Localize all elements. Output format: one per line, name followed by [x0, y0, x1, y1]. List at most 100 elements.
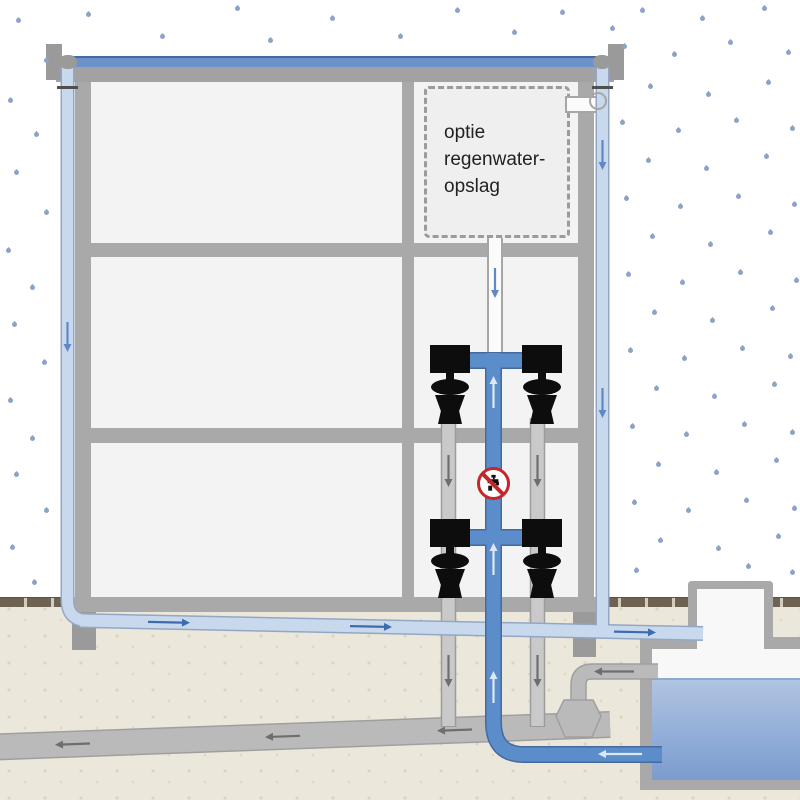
- rain-drop-icon: [674, 126, 683, 135]
- flow-arrow-icon: [349, 625, 385, 628]
- rain-drop-icon: [632, 566, 641, 575]
- tank-overflow-pipe: [571, 664, 658, 702]
- flow-arrow-head-icon: [533, 679, 542, 687]
- rain-drop-icon: [233, 4, 242, 13]
- tank-water: [652, 678, 800, 780]
- rain-drop-icon: [742, 496, 751, 505]
- no-drinking-water-icon: [477, 467, 510, 500]
- building-right-wall: [578, 80, 594, 612]
- rain-drop-icon: [453, 6, 462, 15]
- parapet-left: [46, 44, 62, 80]
- rain-drop-icon: [786, 352, 795, 361]
- toilet-icon: [522, 519, 562, 598]
- room-floor3-left: [91, 82, 402, 243]
- rain-drop-icon: [684, 506, 693, 515]
- flow-arrow-icon: [272, 734, 301, 738]
- rain-drop-icon: [644, 156, 653, 165]
- rain-drop-icon: [624, 270, 633, 279]
- rain-drop-icon: [8, 543, 17, 552]
- rain-drop-icon: [726, 38, 735, 47]
- rain-drop-icon: [626, 346, 635, 355]
- toilet-cistern: [522, 519, 562, 547]
- roof-water-layer: [66, 56, 604, 67]
- toilet-icon: [522, 345, 562, 424]
- rain-drop-icon: [396, 32, 405, 41]
- flow-arrow-head-icon: [489, 376, 498, 384]
- toilet-cistern: [522, 345, 562, 373]
- riser-pipe: [486, 353, 662, 762]
- flow-arrow-icon: [613, 630, 649, 634]
- rain-drop-icon: [84, 10, 93, 19]
- flow-arrow-icon: [62, 742, 91, 746]
- rain-drop-icon: [266, 36, 275, 45]
- rain-drop-icon: [42, 208, 51, 217]
- rain-drop-icon: [792, 276, 800, 285]
- storage-overflow-elbow: [589, 92, 607, 110]
- storage-option-label-line2: regenwater-: [444, 149, 546, 170]
- room-floor2-left: [91, 257, 402, 428]
- rain-drop-icon: [736, 268, 745, 277]
- roof-slab: [56, 64, 614, 82]
- rain-drop-icon: [648, 232, 657, 241]
- rain-drop-icon: [638, 6, 647, 15]
- rain-drop-icon: [790, 504, 799, 513]
- rain-drop-icon: [676, 202, 685, 211]
- flow-arrow-head-icon: [598, 750, 606, 758]
- storage-option-box: optie regenwater- opslag: [424, 86, 570, 238]
- rain-drop-icon: [768, 304, 777, 313]
- rain-drop-icon: [10, 320, 19, 329]
- rain-drop-icon: [766, 228, 775, 237]
- flow-arrow-head-icon: [489, 543, 498, 551]
- interior-wall: [402, 82, 414, 597]
- rain-drop-icon: [656, 536, 665, 545]
- rain-drop-icon: [760, 4, 769, 13]
- rain-drop-icon: [42, 56, 51, 65]
- rain-drop-icon: [622, 194, 631, 203]
- rain-drop-icon: [32, 130, 41, 139]
- rain-drop-icon: [698, 14, 707, 23]
- rain-drop-icon: [788, 428, 797, 437]
- parapet-right: [608, 44, 624, 80]
- flow-arrow-head-icon: [598, 162, 607, 170]
- building-left-wall: [75, 80, 91, 612]
- sewer-pipe: [0, 712, 611, 759]
- rain-layer: [4, 4, 800, 587]
- rain-drop-icon: [702, 164, 711, 173]
- flow-arrow-head-icon: [437, 726, 446, 735]
- room-floor1-left: [91, 443, 402, 597]
- rain-drop-icon: [732, 116, 741, 125]
- storage-option-label-line3: opslag: [444, 176, 500, 197]
- rain-drop-icon: [708, 316, 717, 325]
- rain-drop-icon: [630, 498, 639, 507]
- rain-drop-icon: [734, 192, 743, 201]
- rain-drop-icon: [328, 14, 337, 23]
- flow-arrow-head-icon: [444, 679, 453, 687]
- flow-arrow-icon: [147, 620, 183, 624]
- rain-drop-icon: [744, 562, 753, 571]
- rain-drop-icon: [670, 50, 679, 59]
- flow-arrow-head-icon: [181, 618, 190, 627]
- rain-drop-icon: [12, 470, 21, 479]
- rain-drop-icon: [558, 8, 567, 17]
- floor-slab-upper: [91, 243, 578, 257]
- rain-drop-icon: [654, 460, 663, 469]
- rain-drop-icon: [510, 28, 519, 37]
- rain-drop-icon: [712, 468, 721, 477]
- rain-drop-icon: [158, 32, 167, 41]
- gutter-outlet-right: [593, 55, 611, 69]
- tank-neck-interior: [697, 589, 764, 649]
- rain-drop-icon: [788, 568, 797, 577]
- tank-neck-right-wall: [764, 581, 773, 649]
- rain-drop-icon: [762, 152, 771, 161]
- tank-bottom-wall: [640, 778, 800, 790]
- rain-drop-icon: [652, 384, 661, 393]
- flow-arrow-head-icon: [594, 667, 602, 676]
- overflow-trap-bell: [555, 699, 602, 738]
- rain-drop-icon: [608, 24, 617, 33]
- rain-drop-icon: [6, 396, 15, 405]
- rain-drop-icon: [646, 82, 655, 91]
- rain-drop-icon: [678, 278, 687, 287]
- rain-drop-icon: [774, 532, 783, 541]
- rain-drop-icon: [790, 200, 799, 209]
